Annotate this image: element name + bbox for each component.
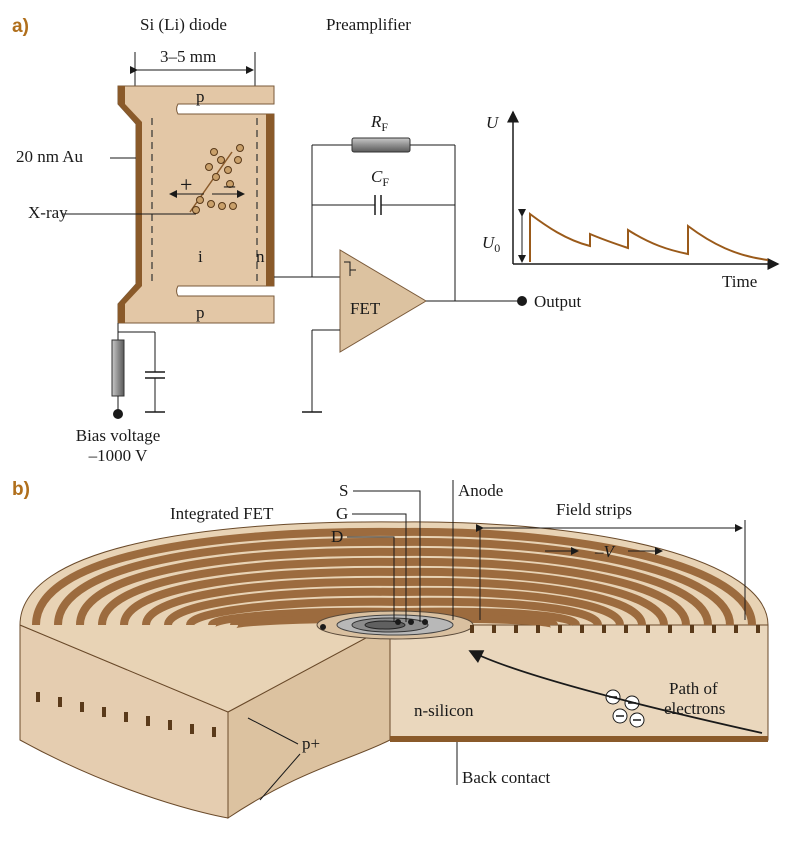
bias-terminal xyxy=(113,409,123,419)
integrated-fet-label: Integrated FET xyxy=(170,504,274,523)
width-label: 3–5 mm xyxy=(160,47,216,66)
n-label: n xyxy=(256,247,265,266)
u0-label: U0 xyxy=(482,233,500,255)
gold-layer xyxy=(118,86,142,323)
n-contact-strip xyxy=(266,114,274,286)
bias-label-line2: –1000 V xyxy=(88,446,148,465)
i-label: i xyxy=(198,247,203,266)
panel-b: b) xyxy=(12,479,769,819)
panel-a: a) Si (Li) diode Preamplifier 3–5 mm p p… xyxy=(12,15,780,465)
si-li-diode: p p i n + – xyxy=(117,85,275,324)
rf-label: RF xyxy=(370,112,388,134)
bias-network: Bias voltage –1000 V xyxy=(76,323,165,465)
field-strips xyxy=(32,527,756,629)
time-axis-label: Time xyxy=(722,272,757,291)
u-axis-label: U xyxy=(486,113,500,132)
preamplifier: RF CF FET Output xyxy=(274,112,582,413)
cut-face-left xyxy=(227,624,391,819)
bias-resistor xyxy=(111,339,125,397)
cf-label: CF xyxy=(371,167,389,189)
electron-path-arrow xyxy=(468,650,763,734)
preamp-title: Preamplifier xyxy=(326,15,411,34)
p-top-label: p xyxy=(196,87,205,106)
diode-title: Si (Li) diode xyxy=(140,15,227,34)
signal-plot: U Time U0 xyxy=(482,108,780,291)
pplus-label: p+ xyxy=(302,734,320,753)
back-contact-label: Back contact xyxy=(462,768,551,787)
d-label: D xyxy=(331,527,343,546)
integrated-fet xyxy=(364,620,406,630)
g-label: G xyxy=(336,504,348,523)
output-label: Output xyxy=(534,292,582,311)
plus-sign: + xyxy=(180,172,192,197)
charge-track: + – xyxy=(169,144,245,214)
fet-amplifier xyxy=(339,249,427,353)
sdd-detector-disk xyxy=(19,521,769,819)
p-bottom-label: p xyxy=(196,303,205,322)
xray-label: X-ray xyxy=(28,203,68,222)
gold-label: 20 nm Au xyxy=(16,147,84,166)
s-label: S xyxy=(339,481,348,500)
signal-trace xyxy=(529,212,769,262)
voltage-label: –V xyxy=(594,542,617,561)
anode-label: Anode xyxy=(458,481,503,500)
fet-label: FET xyxy=(350,299,381,318)
panel-a-tag: a) xyxy=(12,16,29,37)
field-strips-label: Field strips xyxy=(556,500,632,519)
path-label-line2: electrons xyxy=(664,699,725,718)
feedback-resistor xyxy=(351,137,411,153)
minus-sign: – xyxy=(223,172,236,197)
output-terminal xyxy=(517,296,527,306)
bias-label-line1: Bias voltage xyxy=(76,426,161,445)
back-contact-layer xyxy=(390,736,768,742)
panel-b-tag: b) xyxy=(12,479,30,500)
nsilicon-label: n-silicon xyxy=(414,701,474,720)
path-label-line1: Path of xyxy=(669,679,718,698)
